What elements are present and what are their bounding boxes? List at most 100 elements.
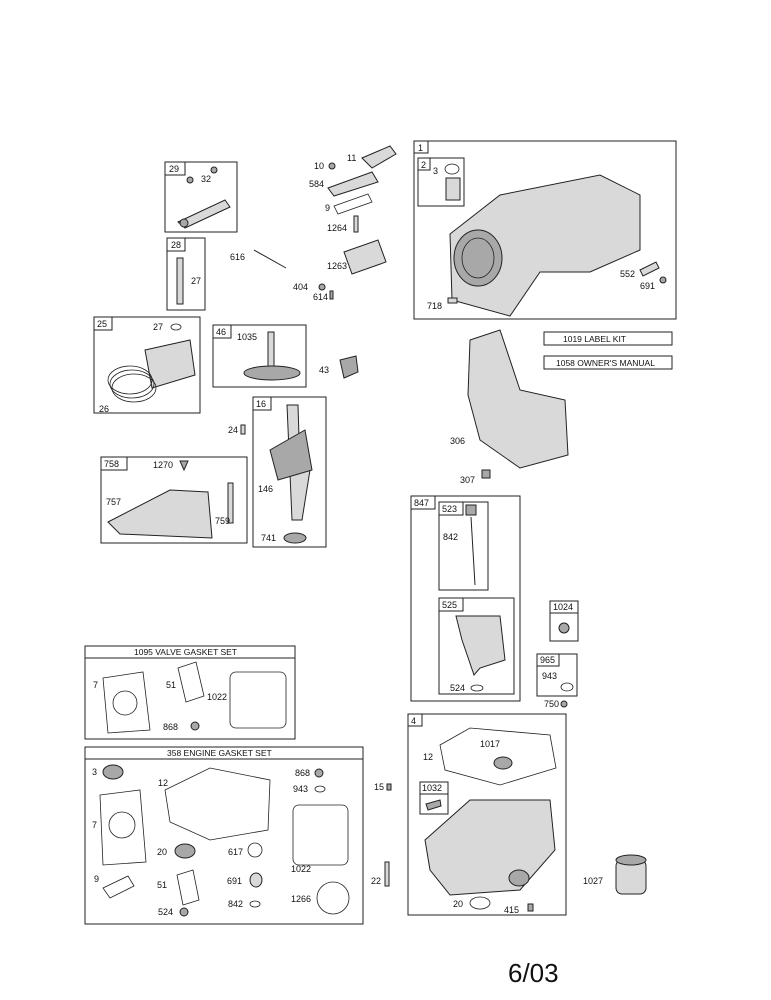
box-29-number: 29	[169, 164, 179, 174]
right-small-parts: 1024 965 943 750	[536, 600, 579, 709]
bolt-icon	[353, 215, 359, 233]
valve-gasket-set: 1095 VALVE GASKET SET 7 51 1022 868	[84, 645, 296, 740]
group-29: 29 32	[164, 161, 238, 233]
pin-icon	[447, 297, 458, 304]
part-524-label: 524	[158, 907, 173, 917]
box-523-tag	[438, 501, 464, 516]
part-11-label: 11	[347, 153, 356, 163]
box-758-tag	[100, 456, 128, 471]
box-25-number: 25	[97, 319, 107, 329]
screw-icon	[186, 176, 194, 184]
box-1-number: 1	[418, 143, 423, 153]
bolt-icon	[384, 861, 390, 887]
plug-icon	[527, 903, 534, 912]
box-525-number: 525	[442, 600, 457, 610]
part-868-label: 868	[295, 768, 310, 778]
group-4: 4 12 1017 1032 20 415	[407, 713, 567, 916]
kit-labels: 1019 LABEL KIT 1058 OWNER'S MANUAL	[543, 331, 673, 370]
sump-boss-icon	[508, 869, 530, 887]
box-1024-tag	[549, 600, 579, 614]
group-28: 28 27	[166, 237, 206, 311]
box-4-tag	[407, 713, 423, 727]
part-9-label: 9	[94, 874, 99, 884]
part-20-label: 20	[157, 847, 167, 857]
part-415-label: 415	[504, 905, 519, 915]
box-1032-number: 1032	[422, 783, 442, 793]
screw-icon	[179, 460, 189, 472]
drain-plug-icon	[558, 622, 570, 634]
part-943-label: 943	[542, 671, 557, 681]
box-965-tag	[536, 653, 560, 667]
box-16-number: 16	[256, 399, 266, 409]
valve-gasket-set-frame	[84, 645, 296, 740]
top-center-parts: 10 11 584 9 1264 1263 616 404 614	[230, 145, 397, 302]
engine-gasket-set: 358 ENGINE GASKET SET 3 12 868 943 7 20 …	[84, 746, 364, 925]
part-1263-label: 1263	[327, 261, 347, 271]
dowel-pin-icon	[240, 424, 246, 435]
valve-gasket-set-header	[84, 645, 296, 659]
oil-seal-icon	[493, 756, 513, 770]
part-691-label: 691	[640, 281, 655, 291]
sump-gasket-icon	[164, 767, 271, 841]
box-2-frame	[417, 157, 465, 207]
label-kit-box	[543, 331, 673, 346]
part-1266-label: 1266	[291, 894, 311, 904]
pushrod-icon	[176, 257, 184, 305]
part-842-label: 842	[228, 899, 243, 909]
part-1270-label: 1270	[153, 460, 173, 470]
dowel-pin-icon	[639, 261, 660, 277]
part-27-label: 27	[153, 322, 163, 332]
part-1022-label: 1022	[291, 864, 311, 874]
valve-gasket-set-title: 1095 VALVE GASKET SET	[134, 647, 237, 657]
part-7-label: 7	[93, 680, 98, 690]
gasket-icon	[333, 193, 373, 215]
sump-gasket-icon	[439, 727, 557, 786]
engine-gasket-set-title: 358 ENGINE GASKET SET	[167, 748, 272, 758]
part-616-label: 616	[230, 252, 245, 262]
part-842-label: 842	[443, 532, 458, 542]
part-757-label: 757	[106, 497, 121, 507]
group-758: 758 1270 757 759	[100, 456, 248, 544]
page-number: 6/03	[508, 958, 559, 988]
box-758-frame	[100, 456, 248, 544]
pin-icon	[227, 482, 234, 524]
group-847: 847 523 842 525 524	[410, 495, 521, 702]
box-758-number: 758	[104, 459, 119, 469]
box-525-frame	[438, 597, 515, 695]
engine-gasket-set-header	[84, 746, 364, 760]
head-gasket-icon	[102, 671, 151, 734]
breather-cover-icon	[327, 171, 379, 197]
camshaft-icon	[267, 331, 275, 371]
part-12-label: 12	[158, 778, 168, 788]
part-20-label: 20	[453, 899, 463, 909]
intake-gasket-icon	[177, 661, 205, 703]
part-306-label: 306	[450, 436, 465, 446]
box-16-tag	[252, 396, 272, 411]
box-1032-tag	[419, 781, 449, 795]
pin-icon	[329, 290, 334, 300]
head-gasket-icon	[99, 789, 147, 866]
head-gasket-bore-icon	[108, 811, 136, 839]
nut-icon	[318, 283, 326, 291]
part-51-label: 51	[166, 680, 176, 690]
valve-cover-gasket-icon	[229, 671, 287, 729]
cam-gear-icon	[243, 365, 301, 381]
pin-icon	[425, 799, 442, 811]
box-4-number: 4	[411, 716, 416, 726]
box-46-frame	[212, 324, 307, 388]
linkage-rod-icon	[253, 249, 287, 269]
part-9-label: 9	[325, 203, 330, 213]
box-28-number: 28	[171, 240, 181, 250]
oil-seal-icon	[469, 896, 491, 910]
box-46-tag	[212, 324, 232, 339]
piston-ring-icon	[111, 373, 157, 403]
rocker-pivot-icon	[179, 218, 189, 228]
box-847-tag	[410, 495, 436, 510]
cylinder-block-icon	[449, 174, 641, 317]
box-29-frame	[164, 161, 238, 233]
oil-filter-top-icon	[615, 854, 647, 866]
part-7-label: 7	[92, 820, 97, 830]
part-552-label: 552	[620, 269, 635, 279]
dipstick-cap-icon	[465, 504, 477, 516]
